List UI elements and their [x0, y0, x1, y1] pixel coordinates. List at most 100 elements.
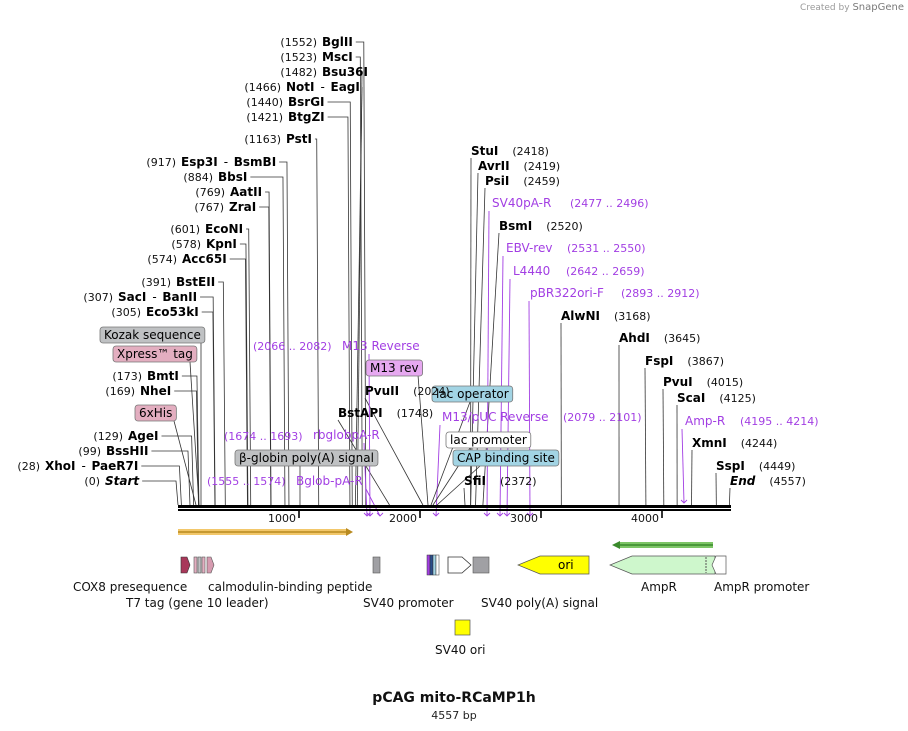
enzyme-name[interactable]: PvuII	[365, 384, 399, 398]
site-position: (99)	[78, 445, 101, 458]
feature-box[interactable]	[365, 359, 423, 377]
primer-leader-tip	[526, 512, 534, 517]
ampr-label: AmpR	[641, 580, 677, 594]
enzyme-name[interactable]: AhdI	[619, 331, 650, 345]
enzyme-name[interactable]: BsmBI	[234, 155, 276, 169]
feature-box[interactable]	[445, 431, 532, 449]
enzyme-name[interactable]: AlwNI	[561, 309, 600, 323]
site-leader	[314, 138, 320, 506]
feature-box[interactable]	[452, 449, 560, 467]
calmodulin-feature	[206, 556, 215, 574]
site-leader	[354, 86, 363, 506]
feature-box[interactable]	[234, 449, 379, 467]
enzyme-name[interactable]: End	[730, 474, 756, 488]
enzyme-name[interactable]: PstI	[286, 132, 312, 146]
enzyme-name[interactable]: XhoI	[45, 459, 76, 473]
enzyme-name[interactable]: BstEII	[176, 275, 215, 289]
enzyme-name[interactable]: PvuI	[663, 375, 693, 389]
enzyme-name[interactable]: Acc65I	[182, 252, 227, 266]
ampr-arrow	[612, 541, 713, 549]
enzyme-name[interactable]: PsiI	[485, 174, 509, 188]
enzyme-name[interactable]: Start	[105, 474, 140, 488]
site-leader	[201, 311, 216, 506]
site-leader	[141, 465, 182, 506]
calmodulin-label: calmodulin-binding peptide	[208, 580, 372, 594]
feature-box-label: Kozak sequence	[104, 328, 201, 342]
site-position: (4015)	[707, 376, 744, 389]
feature-box-label: M13 rev	[370, 361, 419, 375]
enzyme-name[interactable]: ZraI	[229, 200, 256, 214]
feature-leader	[436, 465, 481, 506]
site-position: (2459)	[523, 175, 560, 188]
enzyme-name[interactable]: BstAPI	[338, 406, 383, 420]
primer-name[interactable]: Amp-R	[685, 414, 725, 428]
site-position: (884)	[183, 171, 213, 184]
primer-name[interactable]: M13 Reverse	[342, 339, 420, 353]
primer-leader-tip	[432, 512, 440, 517]
enzyme-name[interactable]: BanII	[162, 290, 197, 304]
enzyme-name[interactable]: PaeR7I	[92, 459, 139, 473]
site-position: (601)	[170, 223, 200, 236]
enzyme-name[interactable]: BbsI	[218, 170, 247, 184]
enzyme-name[interactable]: StuI	[471, 144, 498, 158]
primer-name[interactable]: M13/pUC Reverse	[442, 410, 549, 424]
enzyme-name[interactable]: AatII	[230, 185, 262, 199]
site-position: (4125)	[719, 392, 756, 405]
site-leader	[463, 487, 466, 506]
enzyme-name[interactable]: BglII	[322, 35, 353, 49]
primer-name[interactable]: pBR322ori-F	[530, 286, 604, 300]
enzyme-name[interactable]: BtgZI	[288, 110, 325, 124]
primer-name[interactable]: Bglob-pA-R	[296, 474, 363, 488]
site-leader	[229, 258, 248, 506]
enzyme-name[interactable]: EcoNI	[205, 222, 243, 236]
enzyme-name[interactable]: SacI	[118, 290, 146, 304]
ruler-tick-label: 3000	[510, 512, 538, 525]
enzyme-name[interactable]: AgeI	[128, 429, 158, 443]
credit-prefix: Created by	[800, 3, 850, 13]
primer-range: (2531 .. 2550)	[567, 242, 646, 255]
enzyme-name[interactable]: FspI	[645, 354, 673, 368]
site-position: (2372)	[500, 475, 537, 488]
primer-name[interactable]: EBV-rev	[506, 241, 552, 255]
primer-name[interactable]: SV40pA-R	[492, 196, 551, 210]
enzyme-name[interactable]: MscI	[322, 50, 353, 64]
feature-box-label: 6xHis	[139, 406, 172, 420]
enzyme-name[interactable]: XmnI	[692, 436, 727, 450]
site-leader	[259, 206, 272, 506]
site-position: (767)	[194, 201, 224, 214]
enzyme-name[interactable]: NotI	[286, 80, 315, 94]
primer-name[interactable]: L4440	[513, 264, 550, 278]
enzyme-name[interactable]: NheI	[140, 384, 171, 398]
enzyme-name[interactable]: SspI	[716, 459, 745, 473]
enzyme-name[interactable]: SfiI	[464, 474, 486, 488]
site-position: (4244)	[741, 437, 778, 450]
enzyme-name[interactable]: BsmI	[499, 219, 532, 233]
enzyme-name[interactable]: KpnI	[206, 237, 237, 251]
site-position: (574)	[147, 253, 177, 266]
site-leader	[161, 435, 195, 506]
site-leader-lines	[141, 41, 731, 517]
feature-box[interactable]	[431, 385, 514, 403]
feature-leader	[173, 420, 197, 506]
ruler-tick-label: 1000	[268, 512, 296, 525]
site-position: (28)	[17, 460, 40, 473]
primer-name[interactable]: rbglobpA-R	[313, 428, 380, 442]
enzyme-name[interactable]: Eco53kI	[146, 305, 199, 319]
enzyme-name[interactable]: AvrII	[478, 159, 510, 173]
enzyme-name[interactable]: BsrGI	[288, 95, 325, 109]
enzyme-name[interactable]: BmtI	[147, 369, 179, 383]
enzyme-name[interactable]: EagI	[331, 80, 360, 94]
enzyme-name[interactable]: BssHII	[106, 444, 148, 458]
feature-box[interactable]	[134, 404, 177, 422]
enzyme-name[interactable]: Bsu36I	[322, 65, 368, 79]
enzyme-name[interactable]: Esp3I	[181, 155, 218, 169]
feature-box[interactable]	[99, 326, 206, 344]
primer-leader	[365, 488, 381, 517]
enzyme-separator: -	[224, 155, 228, 169]
feature-box[interactable]	[112, 345, 198, 363]
site-position: (305)	[111, 306, 141, 319]
site-leader	[151, 450, 191, 506]
site-leader	[218, 281, 226, 506]
enzyme-name[interactable]: ScaI	[677, 391, 705, 405]
